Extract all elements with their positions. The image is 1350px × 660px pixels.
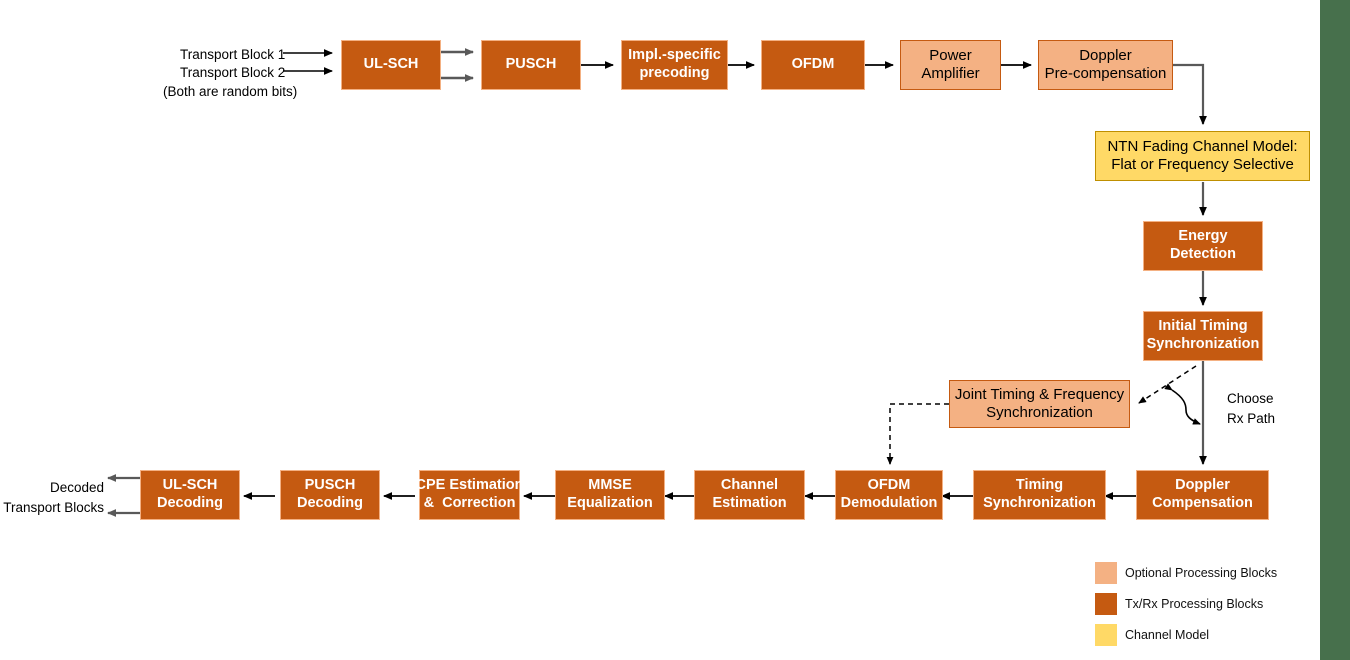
- block-doppler-compensation[interactable]: Doppler Compensation: [1136, 470, 1269, 520]
- block-channel-estimation[interactable]: Channel Estimation: [694, 470, 805, 520]
- legend-swatch-txrx: [1095, 593, 1117, 615]
- legend-label-txrx: Tx/Rx Processing Blocks: [1125, 597, 1264, 611]
- block-ofdm-demodulation[interactable]: OFDM Demodulation: [835, 470, 943, 520]
- decoded-transport-blocks-label: Decoded Transport Blocks: [3, 480, 104, 515]
- arrow-jointsync-to-ofdmdemod-dashed: [886, 403, 949, 465]
- legend-label-optional: Optional Processing Blocks: [1125, 566, 1278, 580]
- block-ofdm[interactable]: OFDM: [761, 40, 865, 90]
- legend-swatch-optional: [1095, 562, 1117, 584]
- choose-rx-path-selector-arrow: [1164, 383, 1201, 425]
- block-ul-sch[interactable]: UL-SCH: [341, 40, 441, 90]
- legend-swatch-channel: [1095, 624, 1117, 646]
- block-initial-timing-synchronization[interactable]: Initial Timing Synchronization: [1143, 311, 1263, 361]
- transport-block-1-label: Transport Block 1: [180, 47, 286, 62]
- choose-rx-path-label: Choose Rx Path: [1227, 391, 1276, 426]
- block-doppler-pre-compensation[interactable]: Doppler Pre-compensation: [1038, 40, 1173, 90]
- block-pusch[interactable]: PUSCH: [481, 40, 581, 90]
- block-cpe-estimation-correction[interactable]: CPE Estimation & Correction: [416, 470, 523, 520]
- right-edge-strip: [1320, 0, 1350, 660]
- block-timing-synchronization[interactable]: Timing Synchronization: [973, 470, 1106, 520]
- arrow-inittiming-to-jointsync-dashed: [1138, 365, 1197, 404]
- block-ntn-fading-channel-model[interactable]: NTN Fading Channel Model: Flat or Freque…: [1095, 131, 1310, 181]
- block-power-amplifier[interactable]: Power Amplifier: [900, 40, 1001, 90]
- legend-label-channel: Channel Model: [1125, 628, 1210, 642]
- transport-block-2-label: Transport Block 2: [180, 65, 286, 80]
- arrow-dopplerpre-to-ntn: [1173, 63, 1207, 125]
- block-pusch-decoding[interactable]: PUSCH Decoding: [280, 470, 380, 520]
- random-bits-note: (Both are random bits): [163, 84, 298, 99]
- block-joint-timing-frequency-synchronization[interactable]: Joint Timing & Frequency Synchronization: [949, 380, 1130, 428]
- block-energy-detection[interactable]: Energy Detection: [1143, 221, 1263, 271]
- block-impl-specific-precoding[interactable]: Impl.-specific precoding: [621, 40, 728, 90]
- block-ul-sch-decoding[interactable]: UL-SCH Decoding: [140, 470, 240, 520]
- block-mmse-equalization[interactable]: MMSE Equalization: [555, 470, 665, 520]
